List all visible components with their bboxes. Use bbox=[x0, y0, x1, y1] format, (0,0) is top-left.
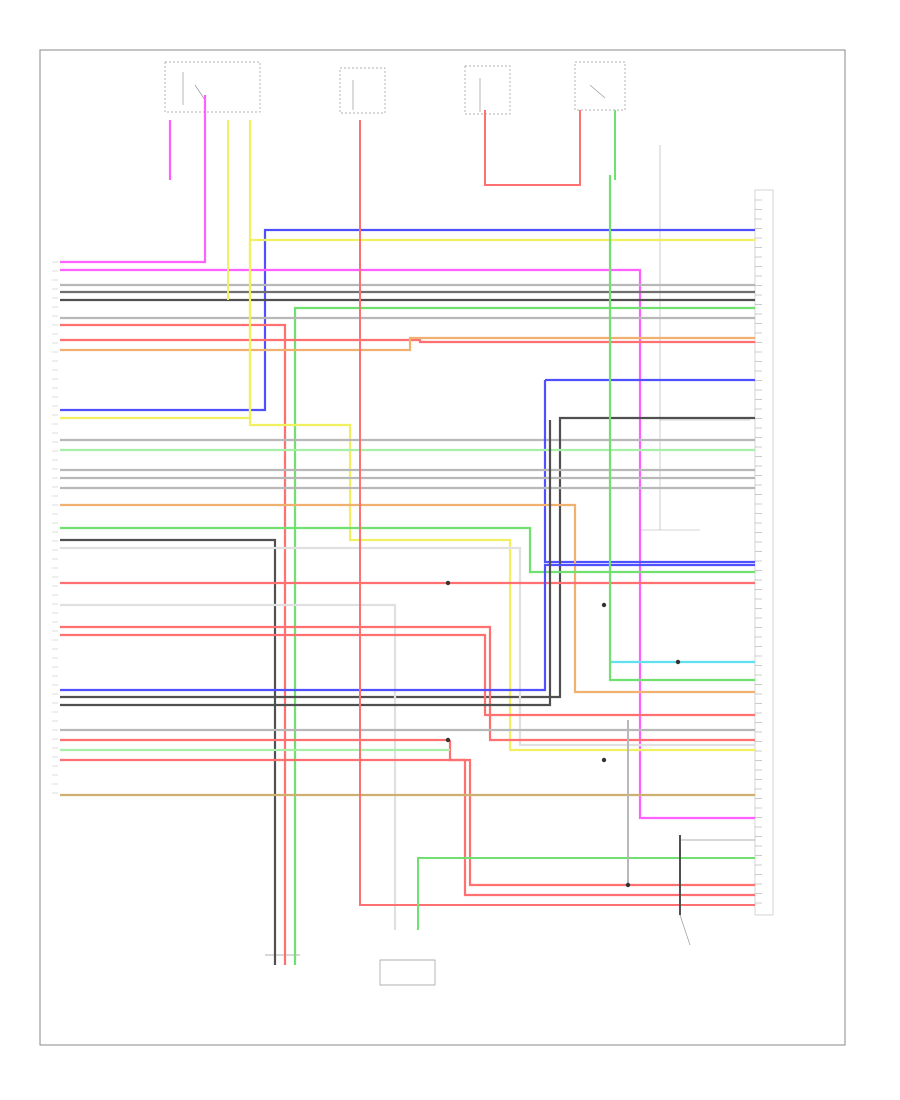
connector-pin-marks bbox=[52, 199, 762, 904]
wire-blue bbox=[543, 378, 755, 564]
relay-component-a bbox=[339, 67, 386, 114]
wire-black bbox=[60, 416, 755, 699]
relay-component-b bbox=[464, 65, 511, 115]
wire-black bbox=[60, 420, 552, 707]
wire-pink bbox=[60, 268, 755, 820]
switch-component bbox=[574, 61, 626, 111]
fuel-level-sensor-unit bbox=[164, 61, 261, 113]
wire-yellow bbox=[60, 238, 755, 420]
wire-orange bbox=[60, 503, 755, 694]
bottom-components bbox=[265, 839, 755, 986]
wire-green bbox=[293, 306, 755, 965]
wire-red bbox=[60, 758, 755, 897]
wire-yellow bbox=[248, 120, 755, 752]
splice-dot bbox=[675, 659, 681, 665]
wire-blue bbox=[60, 228, 755, 412]
wire-pink bbox=[60, 95, 207, 264]
wire-green bbox=[608, 175, 755, 682]
wire-layer bbox=[60, 95, 755, 965]
splice-dot bbox=[601, 602, 607, 608]
splice-points bbox=[445, 580, 681, 888]
splice-dot bbox=[601, 757, 607, 763]
splice-dot bbox=[445, 737, 451, 743]
wire-red bbox=[60, 625, 755, 742]
splice-dot bbox=[445, 580, 451, 586]
wire-green bbox=[60, 526, 755, 574]
wire-green-riser bbox=[417, 857, 755, 930]
wire-pale bbox=[60, 603, 397, 930]
wire-red bbox=[60, 338, 755, 344]
switch-contact bbox=[182, 72, 606, 112]
wire-blue bbox=[60, 563, 755, 692]
wire-red bbox=[60, 738, 755, 887]
diagram-frame bbox=[39, 49, 846, 1046]
splice-dot bbox=[625, 882, 631, 888]
wire-pale bbox=[60, 546, 755, 747]
relay-box-outline bbox=[640, 145, 750, 531]
wire-orange bbox=[60, 336, 755, 352]
data-link-connector-outline bbox=[379, 959, 436, 986]
control-module-outline bbox=[754, 189, 774, 916]
top-components bbox=[164, 61, 626, 115]
wire-red bbox=[60, 633, 755, 717]
wire-red-riser bbox=[484, 110, 581, 186]
wire-red bbox=[60, 323, 287, 965]
wire-red-riser bbox=[359, 120, 755, 906]
ground-connector bbox=[679, 839, 755, 946]
wire-black bbox=[60, 538, 277, 965]
